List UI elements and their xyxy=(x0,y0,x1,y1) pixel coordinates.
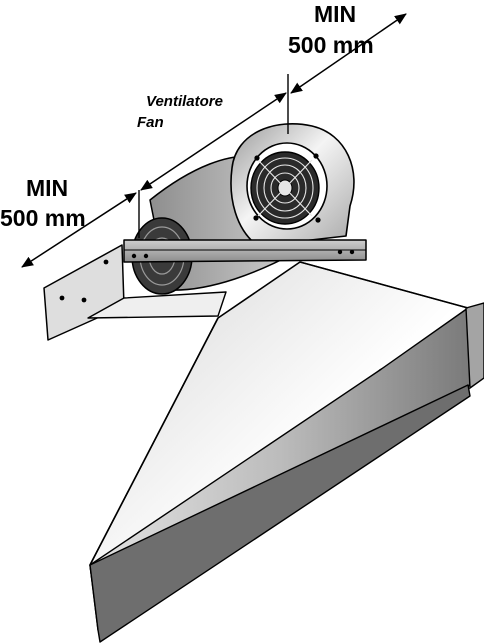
bracket-hole xyxy=(103,259,109,265)
rail-bolt xyxy=(143,253,149,259)
rail-bolt xyxy=(337,249,343,255)
bracket-hole xyxy=(81,297,87,303)
rail-bolt xyxy=(349,249,355,255)
dimension-label-left: 500 mm xyxy=(0,205,86,231)
rail-bolt xyxy=(131,253,137,259)
min-clearance-arrow-left xyxy=(21,192,137,268)
min-label-top: MIN xyxy=(314,1,357,27)
dimension-annotations xyxy=(21,13,407,268)
fan-screw xyxy=(315,217,321,223)
min-label-left: MIN xyxy=(26,175,69,201)
hood-end-cap xyxy=(465,302,484,390)
fan-screw xyxy=(254,155,260,161)
fan-span-arrow xyxy=(140,92,287,191)
fan-label-italian: Ventilatore xyxy=(146,93,223,110)
fan-screw xyxy=(253,215,259,221)
dimension-label-top: 500 mm xyxy=(288,32,374,58)
fan-screw xyxy=(313,153,319,159)
fan-housing xyxy=(230,123,355,247)
bracket-hole xyxy=(59,295,65,301)
support-rail xyxy=(123,239,367,263)
min-clearance-arrow-right xyxy=(290,13,407,94)
fan-label-english: Fan xyxy=(137,114,164,131)
bracket-plate xyxy=(43,244,125,341)
bracket-shelf xyxy=(87,291,227,319)
hood-ridge-line xyxy=(89,317,219,566)
hood-body xyxy=(89,261,484,643)
rail-bar xyxy=(123,239,367,263)
mounting-bracket xyxy=(43,244,227,341)
hood-bottom-lip xyxy=(89,384,471,643)
hood-top-edge xyxy=(299,261,469,309)
